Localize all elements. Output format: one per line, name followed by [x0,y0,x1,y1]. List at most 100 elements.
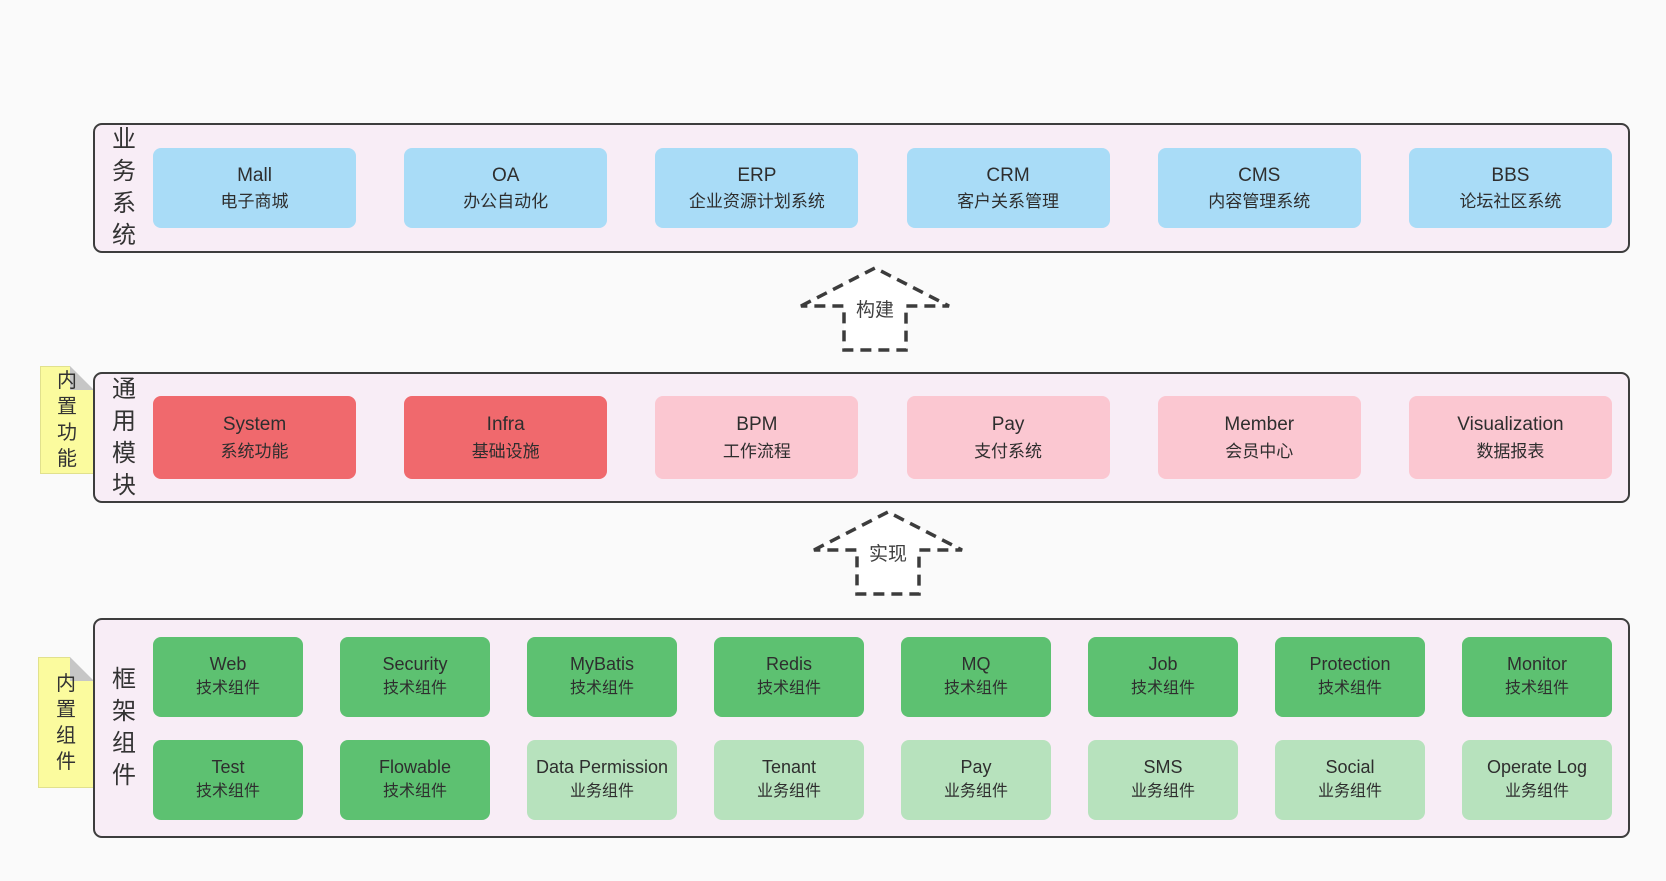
box-desc: 会员中心 [1225,441,1294,461]
sticky-note-built-in-components: 内置组件 [38,657,94,788]
layer-business-systems: 业务系统 Mall 电子商城 OA 办公自动化 ERP 企业资源计划系统 CRM 客户关系管理… [93,123,1630,253]
box-erp: ERP 企业资源计划系统 [655,148,859,228]
box-name: Monitor [1506,654,1568,675]
box-desc: 业务组件 [943,782,1008,800]
box-name: Security [382,654,448,675]
box-desc: 技术组件 [382,782,447,800]
box-name: Job [1148,654,1178,675]
box-name: System [222,414,287,435]
box-name: MQ [961,654,991,675]
box-name: Flowable [378,757,452,778]
box-name: OA [491,164,520,186]
note-label: 内置组件 [56,672,76,773]
box-bpm: BPM 工作流程 [655,396,859,479]
box-name: Member [1224,414,1295,435]
box-desc: 工作流程 [722,441,791,461]
box-desc: 技术组件 [1130,679,1195,697]
box-name: Tenant [761,757,817,778]
box-desc: 技术组件 [1317,679,1382,697]
box-tenant: Tenant 业务组件 [714,739,864,820]
box-desc: 办公自动化 [463,192,549,212]
box-name: Mall [237,164,272,186]
box-name: CMS [1238,164,1281,186]
box-desc: 电子商城 [220,192,289,212]
arrow-label: 实现 [865,539,911,566]
box-desc: 企业资源计划系统 [688,192,825,212]
box-mybatis: MyBatis 技术组件 [527,636,677,717]
box-name: Visualization [1457,414,1564,435]
box-name: Infra [486,414,525,435]
box-sms: SMS 业务组件 [1088,739,1238,820]
box-name: SMS [1143,757,1183,778]
box-desc: 技术组件 [943,679,1008,697]
box-pay: Pay 业务组件 [901,739,1051,820]
box-desc: 论坛社区系统 [1459,192,1562,212]
box-desc: 系统功能 [220,441,289,461]
box-protection: Protection 技术组件 [1275,636,1425,717]
box-name: MyBatis [569,654,634,675]
box-desc: 内容管理系统 [1208,192,1311,212]
box-desc: 业务组件 [1317,782,1382,800]
folded-corner [70,366,94,390]
box-desc: 技术组件 [1504,679,1569,697]
box-desc: 技术组件 [756,679,821,697]
box-social: Social 业务组件 [1275,739,1425,820]
implement-arrow: 实现 [808,506,968,598]
box-name: BBS [1491,164,1530,186]
box-infra: Infra 基础设施 [404,396,608,479]
box-mall: Mall 电子商城 [153,148,356,228]
box-mq: MQ 技术组件 [901,636,1051,717]
box-cms: CMS 内容管理系统 [1157,148,1361,228]
box-desc: 基础设施 [471,441,540,461]
box-member: Member 会员中心 [1157,396,1361,479]
box-name: Web [209,654,247,675]
box-name: Operate Log [1486,757,1588,778]
note-label: 内置功能 [57,370,77,470]
box-name: Test [211,757,245,778]
box-name: ERP [737,164,777,186]
box-desc: 技术组件 [382,679,447,697]
box-desc: 业务组件 [756,782,821,800]
box-system: System 系统功能 [153,396,356,479]
box-redis: Redis 技术组件 [714,636,864,717]
box-bbs: BBS 论坛社区系统 [1408,148,1612,228]
box-crm: CRM 客户关系管理 [906,148,1110,228]
box-desc: 业务组件 [569,782,634,800]
arrow-label: 构建 [852,295,898,322]
box-name: Pay [960,757,992,778]
box-oa: OA 办公自动化 [404,148,608,228]
box-name: Protection [1309,654,1391,675]
box-name: Redis [765,654,813,675]
box-desc: 技术组件 [569,679,634,697]
box-job: Job 技术组件 [1088,636,1238,717]
box-monitor: Monitor 技术组件 [1462,636,1612,717]
layer-title: 业务系统 [112,126,136,249]
layer-title: 通用模块 [112,375,136,499]
box-web: Web 技术组件 [153,636,303,717]
box-name: BPM [736,414,778,435]
box-name: Social [1325,757,1375,778]
box-desc: 技术组件 [195,782,260,800]
box-desc: 业务组件 [1130,782,1195,800]
box-desc: 客户关系管理 [957,192,1060,212]
layer-boxes: Mall 电子商城 OA 办公自动化 ERP 企业资源计划系统 CRM 客户关系管理 CMS 内容… [153,125,1612,251]
build-arrow: 构建 [795,262,955,354]
box-name: Data Permission [535,757,669,778]
box-desc: 技术组件 [195,679,260,697]
layer-title: 框架组件 [112,666,136,789]
folded-corner [70,657,94,681]
box-desc: 支付系统 [974,441,1043,461]
box-name: CRM [986,164,1030,186]
box-flowable: Flowable 技术组件 [340,739,490,820]
band-row: Mall 电子商城 OA 办公自动化 ERP 企业资源计划系统 CRM 客户关系管理 CMS 内容… [153,148,1612,228]
